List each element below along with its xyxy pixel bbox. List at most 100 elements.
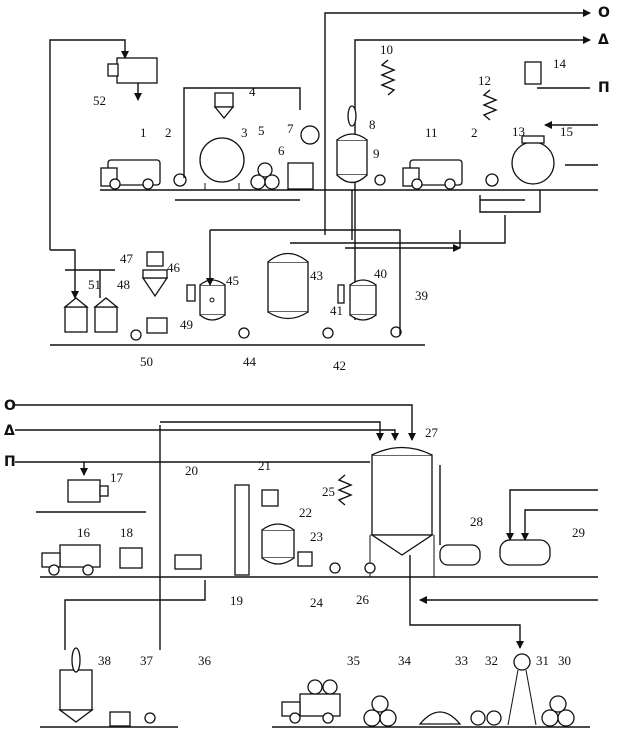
label-24: 24 [310,595,324,610]
label-8: 8 [369,117,376,132]
label-33: 33 [455,653,468,668]
tank-15 [511,141,555,185]
utility-symbol-delta: Δ [598,32,609,48]
box-49 [146,317,168,334]
drums-30 [541,695,575,727]
pipe [521,509,598,541]
label-26: 26 [356,592,370,607]
filler-31 [507,653,537,726]
label-38: 38 [98,653,111,668]
label-9: 9 [373,146,380,161]
label-19: 19 [230,593,243,608]
utility-line-delta [15,429,399,441]
utility-symbol-p: П [598,80,610,96]
device-17 [67,479,109,503]
label-30: 30 [558,653,571,668]
pipe [183,87,301,178]
label-47: 47 [120,251,134,266]
label-5: 5 [258,123,265,138]
valve-9 [374,174,386,186]
pipe [50,249,79,299]
pipe [479,190,541,213]
label-40: 40 [374,266,387,281]
label-14: 14 [553,56,567,71]
pump-2 [173,173,187,187]
label-52: 52 [93,93,106,108]
pump-50 [130,329,142,341]
coil-25 [337,474,353,506]
utility-line-o [324,9,591,235]
pipe [49,39,129,250]
coil-12 [482,89,498,121]
label-46: 46 [167,260,181,275]
label-2: 2 [165,125,172,140]
pump-39 [390,326,402,338]
label-6: 6 [278,143,285,158]
reactor-22 [261,523,295,565]
device-14 [524,61,542,85]
label-25: 25 [322,484,335,499]
utility-symbol-delta: Δ [4,423,15,439]
label-22: 22 [299,505,312,520]
unit-23 [297,551,313,567]
pump-36 [144,712,156,724]
pipe [409,555,524,649]
label-35: 35 [347,653,360,668]
label-44: 44 [243,354,257,369]
label-10: 10 [380,42,393,57]
column-20 [234,484,250,576]
pump-44 [238,327,250,339]
label-28: 28 [470,514,483,529]
pipe [290,215,506,244]
device-4 [214,92,234,108]
label-36: 36 [198,653,212,668]
label-29: 29 [572,525,585,540]
label-51: 51 [88,277,101,292]
utility-symbol-p: П [4,454,16,470]
truck-16 [41,544,101,576]
vessel-40 [349,279,377,321]
unit-41 [337,284,345,304]
cart-18 [119,547,143,569]
label-34: 34 [398,653,412,668]
label-41: 41 [330,303,343,318]
box-37 [109,711,131,727]
label-3: 3 [241,125,248,140]
drum-5 [264,174,280,190]
label-11: 11 [425,125,438,140]
label-45: 45 [226,273,239,288]
pump-42 [322,327,334,339]
truck-1 [100,159,161,190]
label-37: 37 [140,653,154,668]
label-17: 17 [110,470,124,485]
label-15: 15 [560,124,573,139]
label-13: 13 [512,124,525,139]
pump-26 [364,562,376,574]
hopper-48 [141,277,169,298]
top-section: O Δ П [49,5,610,373]
label-16: 16 [77,525,91,540]
label-7: 7 [287,121,294,136]
utility-line-o [15,404,416,441]
hopper-48-top [142,269,168,279]
label-27: 27 [425,425,439,440]
pipe [506,489,598,541]
coil-10 [380,59,396,96]
device-52 [107,57,158,101]
label-12: 12 [478,73,491,88]
stack-19 [174,554,202,570]
gauge-7 [300,125,320,145]
label-39: 39 [415,288,428,303]
vessel-43 [267,252,309,320]
truck-11 [402,159,463,190]
drums-34 [363,695,397,727]
unit-46 [186,284,196,302]
label-48: 48 [117,277,130,292]
label-18: 18 [120,525,133,540]
device-4-cone [213,106,235,120]
pipe [64,580,206,650]
utility-symbol-o: O [598,5,610,21]
tank-29 [499,539,551,566]
label-21: 21 [258,458,271,473]
tank-3 [199,137,245,183]
